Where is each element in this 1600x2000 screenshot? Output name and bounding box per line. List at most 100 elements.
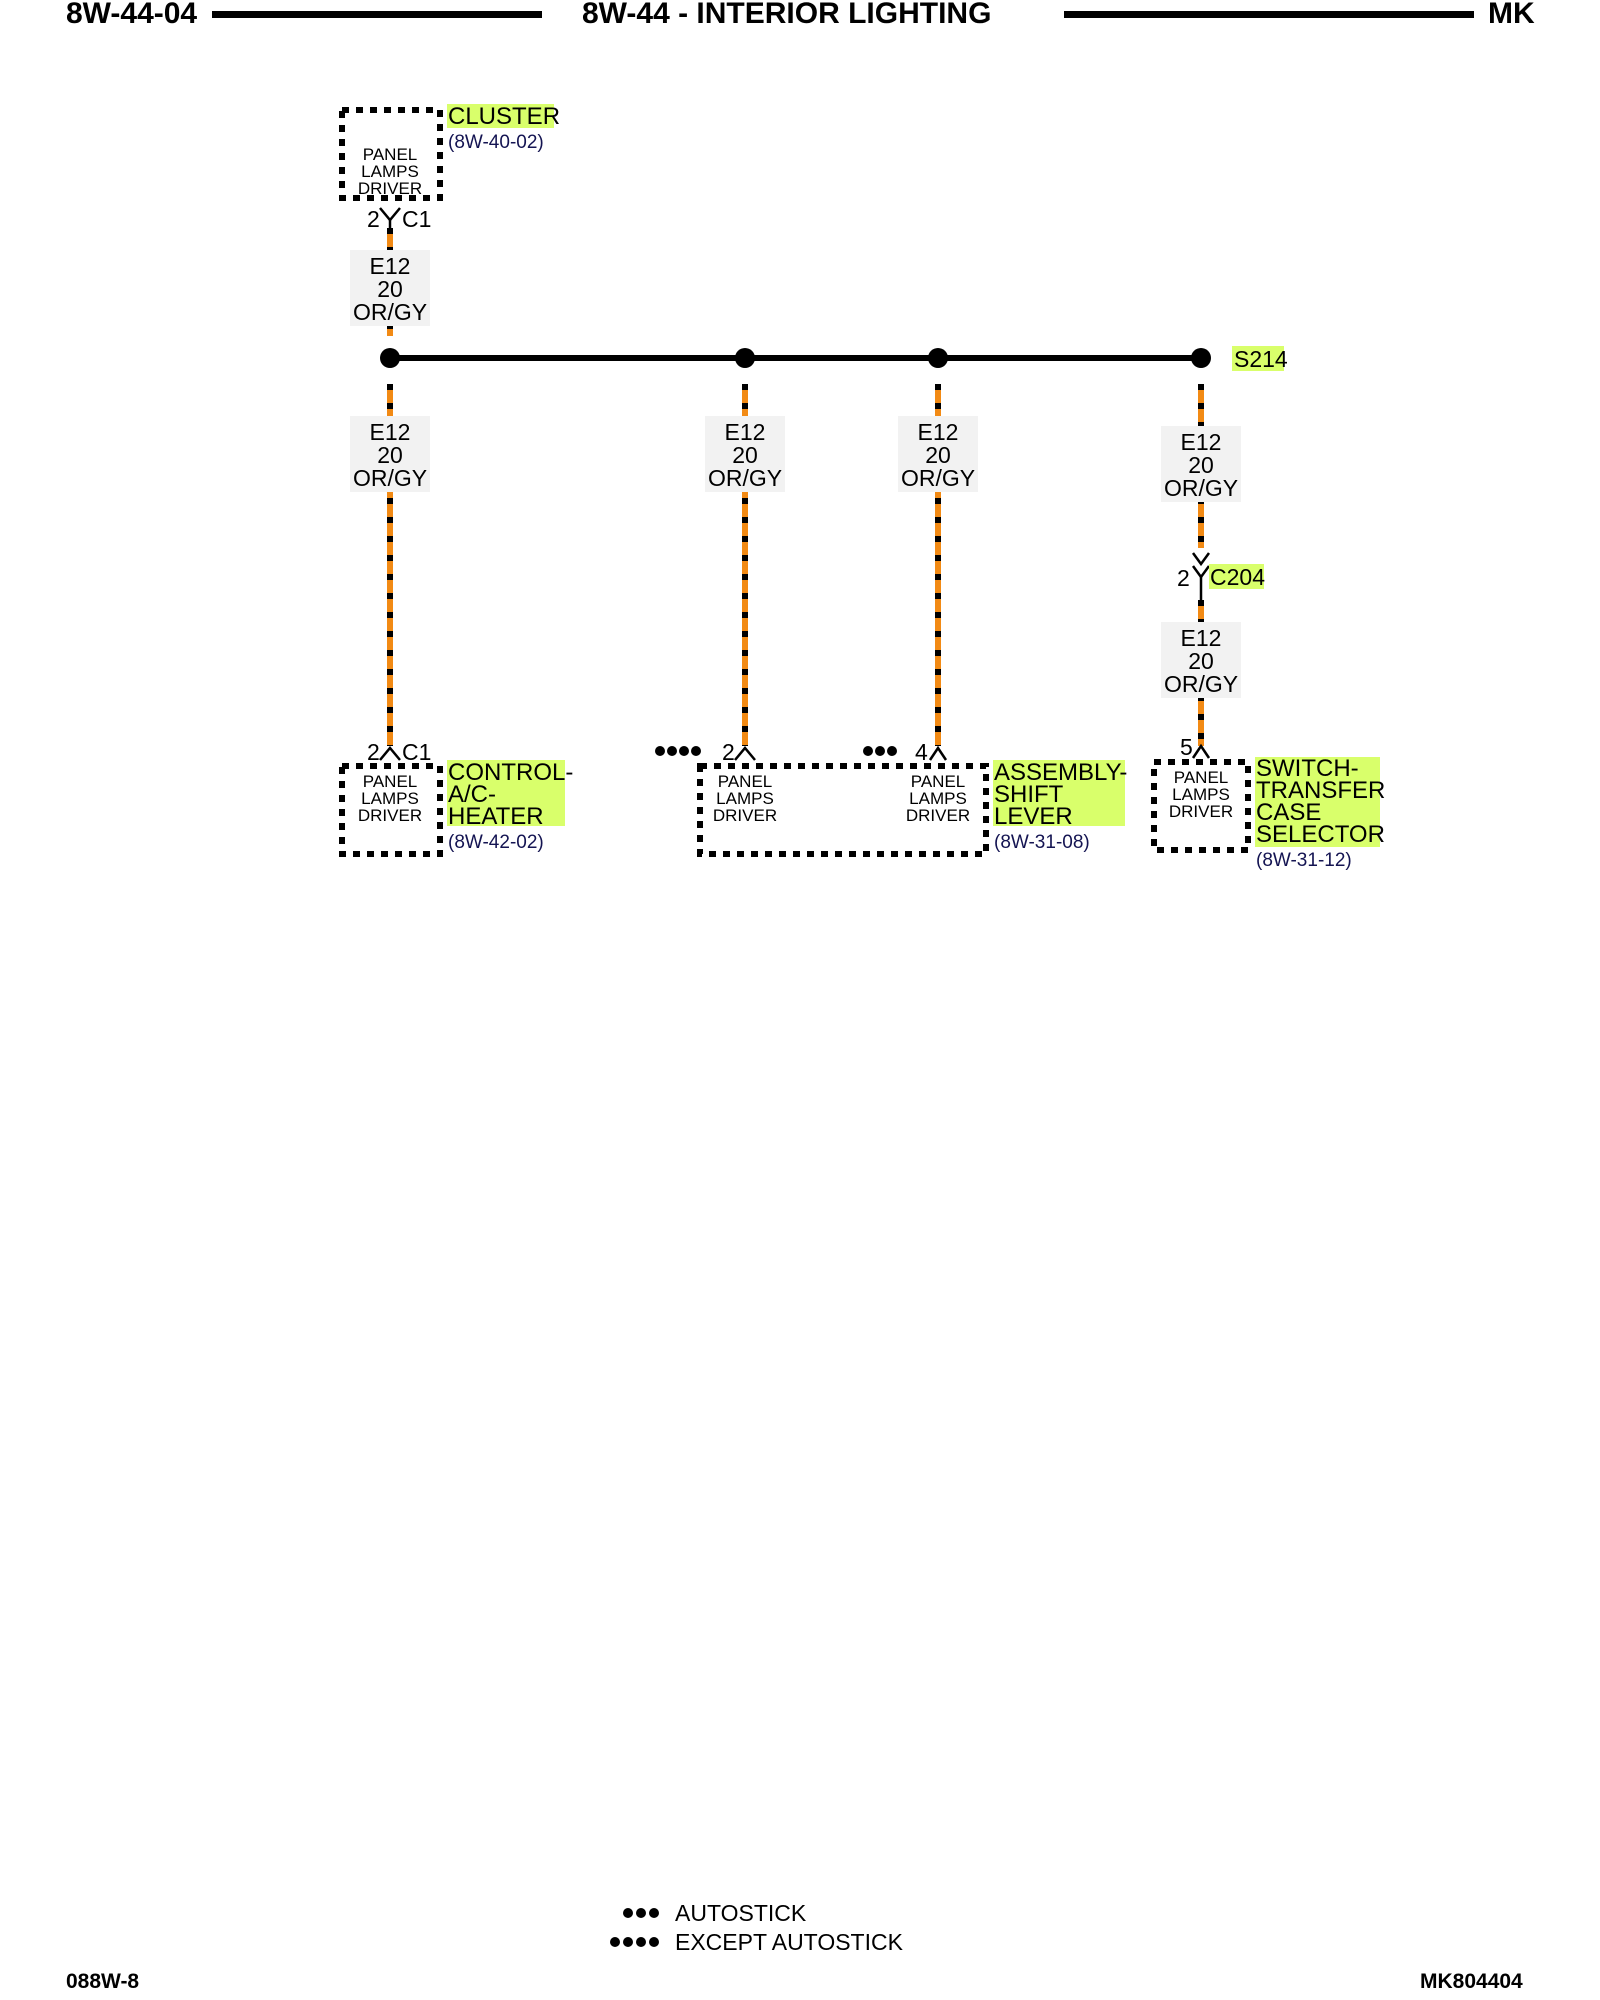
wire-circuit: E12 <box>725 419 766 445</box>
wire-label: E12 20 OR/GY <box>1161 622 1241 698</box>
splice-highlight <box>1232 346 1284 371</box>
legend-dot <box>623 1908 633 1918</box>
module-label-line: LAMPS <box>716 789 774 808</box>
module-label-line: LAMPS <box>1172 785 1230 804</box>
page-title: 8W-44 - INTERIOR LIGHTING <box>582 0 992 30</box>
wire-gauge: 20 <box>377 442 403 468</box>
wire-color: OR/GY <box>353 299 427 325</box>
wire-gauge: 20 <box>377 276 403 302</box>
wire-label: E12 20 OR/GY <box>350 416 430 492</box>
pin-number: 2 <box>1177 565 1190 591</box>
component-name-line: SHIFT <box>994 781 1064 808</box>
component-name-line: SELECTOR <box>1256 821 1385 848</box>
option-dot <box>887 746 897 756</box>
legend-label: AUTOSTICK <box>675 1900 807 1926</box>
footer-left-code: 088W-8 <box>66 1970 140 1993</box>
option-dot <box>667 746 677 756</box>
legend-dot <box>636 1908 646 1918</box>
male-pin-icon <box>379 207 401 222</box>
component-name-line: CONTROL- <box>448 759 573 786</box>
component-ref: (8W-31-08) <box>994 832 1090 853</box>
header-rule-left <box>212 11 542 18</box>
legend-dot <box>623 1937 633 1947</box>
female-pin-icon <box>1191 552 1211 567</box>
male-pin-icon <box>1191 565 1211 580</box>
component-name-line: HEATER <box>448 803 544 830</box>
component-ref: (8W-31-12) <box>1256 850 1352 871</box>
component-name-line: CASE <box>1256 799 1321 826</box>
pin-number: 4 <box>915 739 928 765</box>
connector-name: C1 <box>402 206 431 232</box>
header-rule-right <box>1064 11 1474 18</box>
cluster-component: PANEL LAMPS DRIVER CLUSTER (8W-40-02) 2 … <box>339 103 560 232</box>
wire-label: E12 20 OR/GY <box>898 416 978 492</box>
female-pin-icon <box>928 745 948 761</box>
legend-dot <box>649 1937 659 1947</box>
module-label-line: LAMPS <box>361 789 419 808</box>
wire-color: OR/GY <box>1164 671 1238 697</box>
wire-circuit: E12 <box>1181 429 1222 455</box>
model-code: MK <box>1488 0 1535 30</box>
footer-right-code: MK804404 <box>1420 1970 1523 1993</box>
option-dot <box>679 746 689 756</box>
wire-label: E12 20 OR/GY <box>1161 426 1241 502</box>
module-label-line: DRIVER <box>1169 802 1233 821</box>
wire-segments <box>387 228 1204 746</box>
shift-lever-component: 2 4 PANEL LAMPS DRIVER PANEL LAMPS DRIVE… <box>655 739 1127 857</box>
module-label-line: DRIVER <box>358 806 422 825</box>
wire-circuit: E12 <box>370 419 411 445</box>
module-label-line: DRIVER <box>906 806 970 825</box>
legend: AUTOSTICK EXCEPT AUTOSTICK <box>610 1900 904 1955</box>
wire-gauge: 20 <box>925 442 951 468</box>
option-dot <box>691 746 701 756</box>
module-label-line: PANEL <box>363 772 418 791</box>
component-highlight <box>993 760 1125 826</box>
legend-dot <box>649 1908 659 1918</box>
connector-highlight <box>1209 564 1264 589</box>
wire-color: OR/GY <box>1164 475 1238 501</box>
splice-node <box>380 348 400 368</box>
pin-number: 2 <box>367 739 380 765</box>
wire-color: OR/GY <box>708 465 782 491</box>
legend-label: EXCEPT AUTOSTICK <box>675 1929 904 1955</box>
female-pin-icon <box>734 746 756 761</box>
hvac-control-component: 2 C1 PANEL LAMPS DRIVER CONTROL- A/C- HE… <box>339 739 573 857</box>
module-label-line: PANEL <box>363 145 418 164</box>
splice-node <box>1191 348 1211 368</box>
splice-node <box>735 348 755 368</box>
module-label-line: LAMPS <box>909 789 967 808</box>
connector-name: C1 <box>402 739 431 765</box>
cluster-name: CLUSTER <box>448 103 560 130</box>
wire-gauge: 20 <box>732 442 758 468</box>
module-label-line: DRIVER <box>358 179 422 198</box>
component-highlight <box>447 760 565 826</box>
pin-number: 2 <box>367 206 380 232</box>
component-name-line: LEVER <box>994 803 1073 830</box>
connector-c204: 2 C204 <box>1177 552 1265 600</box>
component-ref: (8W-42-02) <box>448 832 544 853</box>
wire-label: E12 20 OR/GY <box>350 250 430 326</box>
module-label-line: PANEL <box>911 772 966 791</box>
pin-number: 5 <box>1180 734 1193 760</box>
module-label-line: DRIVER <box>713 806 777 825</box>
wire-label: E12 20 OR/GY <box>705 416 785 492</box>
wire-gauge: 20 <box>1188 452 1214 478</box>
pin-number: 2 <box>722 739 735 765</box>
legend-dot <box>636 1937 646 1947</box>
wire-circuit: E12 <box>1181 625 1222 651</box>
splice-label: S214 <box>1234 346 1288 372</box>
wire-color: OR/GY <box>353 465 427 491</box>
female-pin-icon <box>1191 743 1211 759</box>
component-name-line: SWITCH- <box>1256 755 1359 782</box>
connector-name: C204 <box>1210 564 1265 590</box>
female-pin-icon <box>379 746 401 761</box>
transfer-case-switch-component: 5 PANEL LAMPS DRIVER SWITCH- TRANSFER CA… <box>1151 734 1385 871</box>
component-name-line: ASSEMBLY- <box>994 759 1127 786</box>
option-dot <box>655 746 665 756</box>
option-dot <box>863 746 873 756</box>
wire-gauge: 20 <box>1188 648 1214 674</box>
legend-dot <box>610 1937 620 1947</box>
wire-circuit: E12 <box>370 253 411 279</box>
option-dot <box>875 746 885 756</box>
